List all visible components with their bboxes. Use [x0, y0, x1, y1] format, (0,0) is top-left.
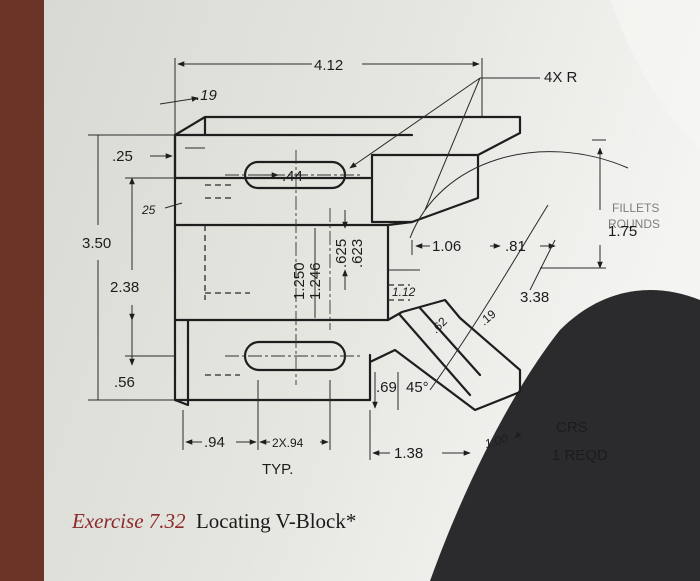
note-crs: CRS: [556, 419, 588, 436]
lower-base: [173, 298, 522, 412]
faint-round-text: ROUNDS: [608, 217, 660, 231]
dim-groove-upper: .625: [333, 239, 350, 268]
dim-depth-106: 1.06: [432, 238, 461, 255]
dim-v-069: .69: [376, 379, 397, 396]
base-left-side: [173, 318, 190, 407]
ledge-front: [173, 133, 372, 227]
fillet-arc: [409, 151, 629, 239]
dim-level-238: 2.38: [110, 279, 139, 296]
dim-bore-lower: 1.246: [307, 262, 324, 300]
note-reqd: 1 REQD: [552, 447, 608, 464]
dim-height-175: 1.75: [608, 223, 637, 240]
dim-slot-offset: .19: [196, 87, 218, 104]
dim-bottom-level: .56: [114, 374, 135, 391]
shadow-lower: [430, 290, 700, 581]
dim-slot-width: .44: [282, 168, 303, 185]
dim-bore-upper: 1.250: [291, 262, 308, 300]
dim-top-offset: .25: [112, 148, 133, 165]
dim-fillet-radius: 4X R: [544, 69, 578, 86]
caption-label: Exercise 7.32: [71, 509, 186, 533]
dim-step-112: 1.12: [392, 285, 416, 299]
dim-groove-lower: .623: [349, 239, 366, 268]
dimension-text: 4.12 .19 4X R .25 25 .44 3.50 2.38 .56 1…: [82, 57, 660, 478]
caption-title: Locating V-Block*: [196, 509, 356, 533]
dim-depth-081: .81: [505, 238, 526, 255]
fillet-arc-2: [429, 204, 549, 391]
caption: Exercise 7.32 Locating V-Block*: [71, 509, 356, 533]
dim-length-138: 1.38: [394, 445, 423, 462]
dim-angle-25: 25: [141, 203, 156, 217]
dim-length-100: 1.00: [483, 431, 509, 451]
dim-overall-width: 4.12: [314, 57, 343, 74]
v-block-drawing: [173, 115, 629, 412]
dimension-lines: [88, 58, 606, 460]
hidden-lines: [204, 184, 410, 376]
dim-hole-094: .94: [204, 434, 225, 451]
v-groove-ramp: [398, 306, 482, 397]
dim-angle-45: 45°: [406, 379, 429, 396]
shadow-upper: [610, 0, 700, 150]
dim-spacing-2x094: 2X.94: [272, 436, 304, 450]
dim-width-338: 3.38: [520, 289, 549, 306]
faint-fillets-text: FILLETS: [612, 201, 659, 215]
dim-typ: TYP.: [262, 461, 293, 478]
dim-overall-height: 3.50: [82, 235, 111, 252]
